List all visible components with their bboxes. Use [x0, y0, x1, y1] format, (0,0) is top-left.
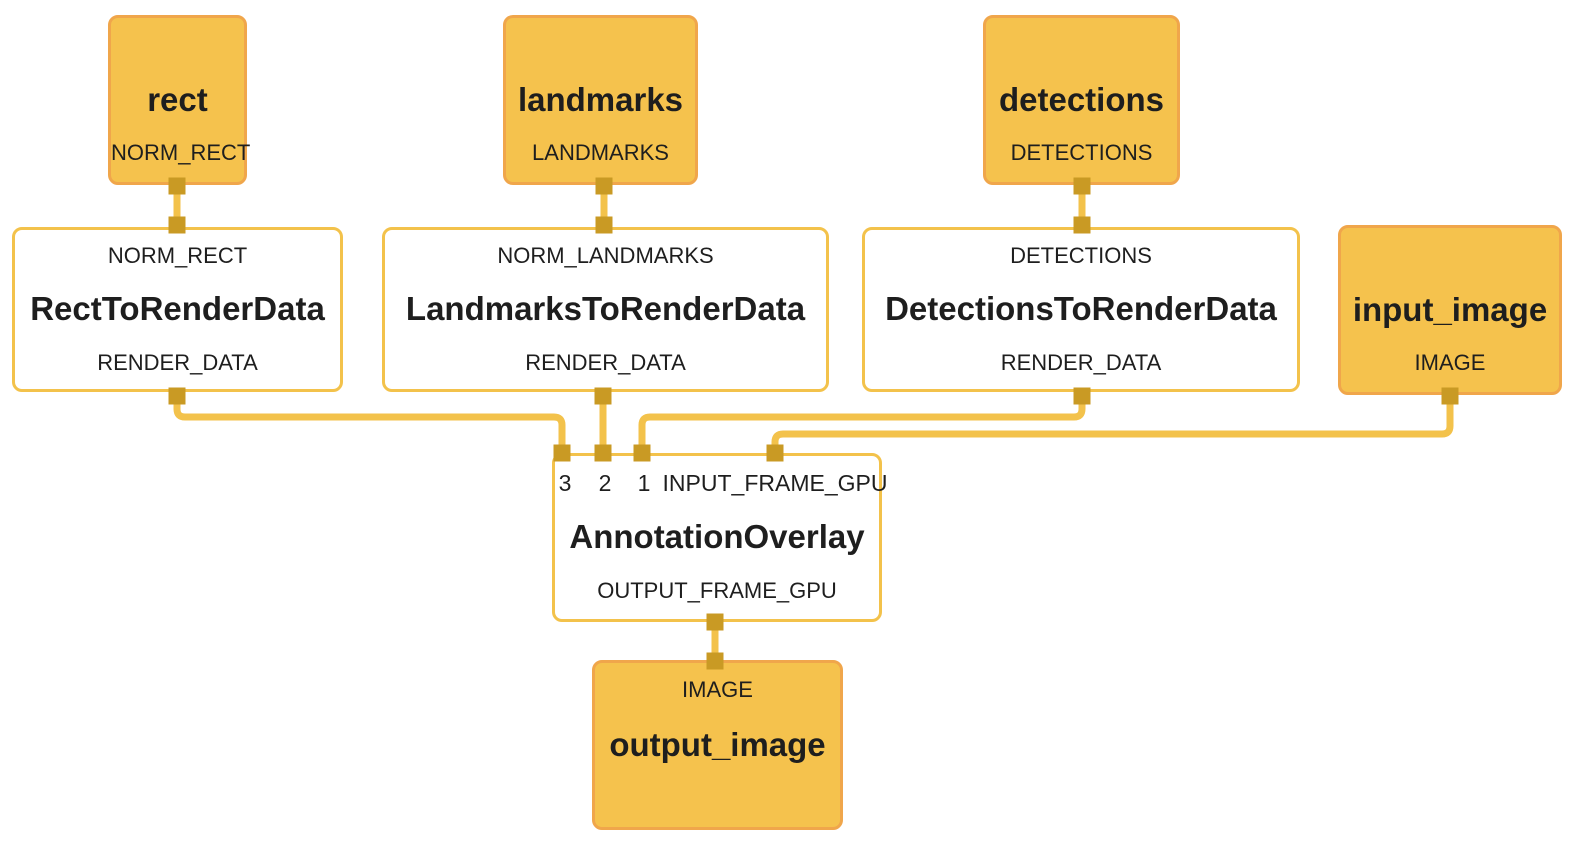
output-port-label: NORM_RECT — [111, 140, 251, 165]
node-title: RectToRenderData — [30, 290, 325, 328]
output-port-label: RENDER_DATA — [1000, 350, 1162, 375]
input-port-label-input-frame-gpu: INPUT_FRAME_GPU — [662, 470, 888, 496]
input-port-label-1: 1 — [637, 470, 651, 496]
output-port-label: RENDER_DATA — [97, 350, 258, 375]
input-port-label-2: 2 — [598, 470, 612, 496]
node-title: landmarks — [517, 80, 684, 118]
output-port-label: RENDER_DATA — [525, 350, 686, 375]
node-annotation-overlay[interactable]: 3 2 1 INPUT_FRAME_GPU AnnotationOverlay … — [552, 453, 887, 622]
output-port-label: DETECTIONS — [1010, 140, 1153, 165]
node-title: LandmarksToRenderData — [405, 290, 806, 328]
node-title: AnnotationOverlay — [569, 518, 865, 556]
output-port-label: OUTPUT_FRAME_GPU — [597, 578, 837, 603]
node-title: rect — [147, 80, 208, 118]
node-output-image[interactable]: IMAGE output_image — [592, 660, 843, 830]
node-title: input_image — [1352, 290, 1548, 328]
node-title: output_image — [609, 725, 826, 763]
input-port-label: DETECTIONS — [1010, 243, 1152, 268]
input-port-label-3: 3 — [558, 470, 572, 496]
node-detections-to-render-data[interactable]: DETECTIONS DetectionsToRenderData RENDER… — [862, 227, 1300, 392]
output-port-label: IMAGE — [1414, 350, 1486, 375]
edge-inputimage-to-annotationoverlay-inputframegpu — [771, 396, 1454, 453]
node-detections[interactable]: detections DETECTIONS — [983, 15, 1180, 185]
edge-recttorenderdata-to-annotationoverlay-3 — [173, 396, 566, 453]
node-title: DetectionsToRenderData — [885, 290, 1277, 328]
node-input-image[interactable]: input_image IMAGE — [1338, 225, 1562, 395]
node-landmarks-to-render-data[interactable]: NORM_LANDMARKS LandmarksToRenderData REN… — [382, 227, 829, 392]
edge-detectionstorenderdata-to-annotationoverlay-1 — [638, 396, 1086, 453]
output-port-label: LANDMARKS — [532, 140, 669, 165]
node-landmarks[interactable]: landmarks LANDMARKS — [503, 15, 698, 185]
node-title: detections — [998, 80, 1165, 118]
input-port-label: NORM_LANDMARKS — [497, 243, 714, 268]
input-port-label: IMAGE — [682, 677, 753, 702]
node-rect-to-render-data[interactable]: NORM_RECT RectToRenderData RENDER_DATA — [12, 227, 343, 392]
input-port-label: NORM_RECT — [107, 243, 248, 268]
node-rect[interactable]: rect NORM_RECT — [108, 15, 251, 185]
